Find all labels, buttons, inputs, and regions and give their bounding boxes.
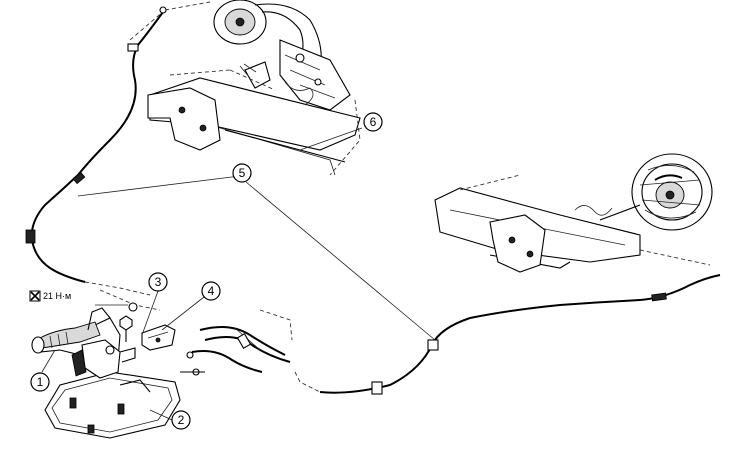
callout-1-label: 1 [37, 375, 44, 389]
callout-3: 3 [148, 272, 168, 292]
right-rear-brake-assembly [434, 153, 713, 273]
torque-wrench-icon [29, 290, 41, 302]
callout-3-label: 3 [155, 275, 162, 289]
callout-1: 1 [30, 372, 50, 392]
callout-6: 6 [363, 112, 383, 132]
callout-5: 5 [232, 163, 252, 183]
callout-4: 4 [201, 281, 221, 301]
callout-6-label: 6 [370, 115, 377, 129]
torque-spec: 21 Н·м [29, 290, 71, 302]
callout-5-label: 5 [239, 166, 246, 180]
torque-value: 21 Н·м [43, 291, 71, 301]
left-rear-brake-assembly [129, 0, 361, 176]
leader-lines [41, 127, 436, 421]
parking-brake-lever-assembly [31, 302, 181, 439]
callout-2: 2 [171, 410, 191, 430]
parking-brake-cables [25, 6, 721, 395]
callout-2-label: 2 [178, 413, 185, 427]
callout-4-label: 4 [208, 284, 215, 298]
